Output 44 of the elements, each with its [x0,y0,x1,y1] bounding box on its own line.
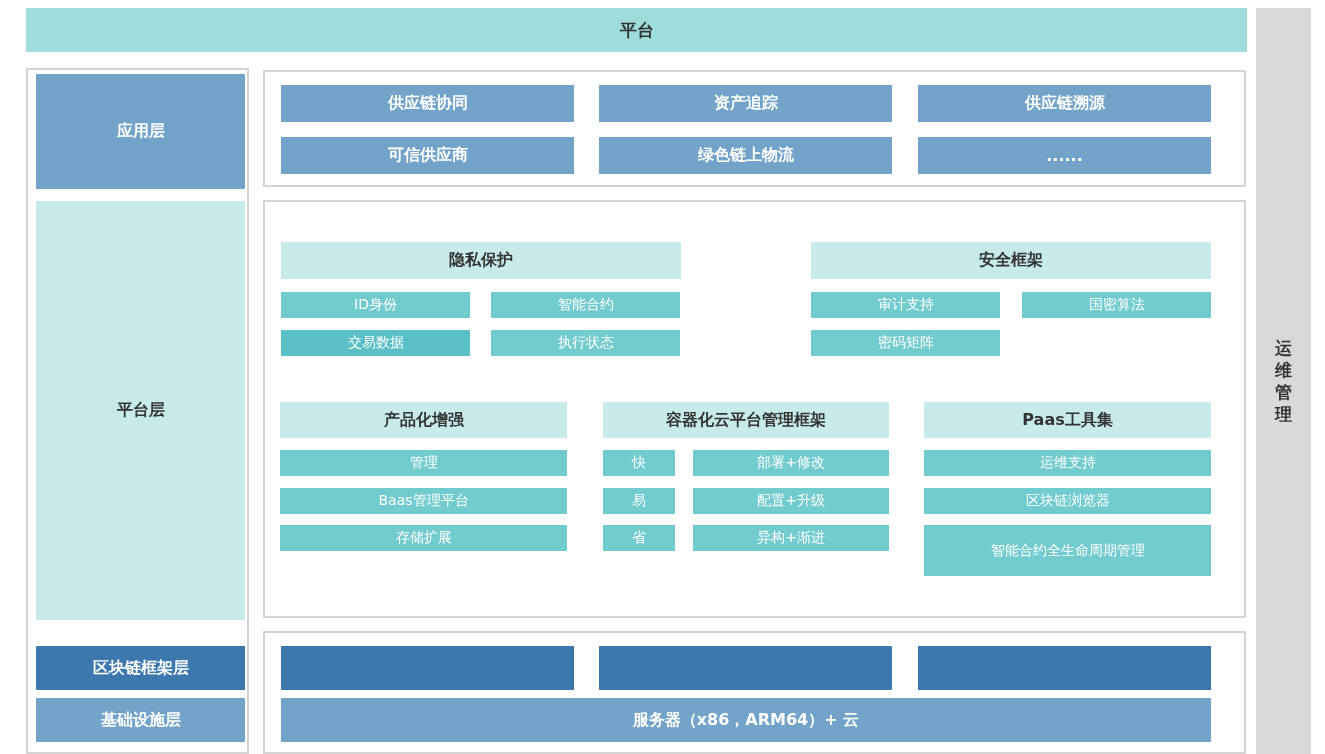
feature-box: 交易数据 [281,330,470,356]
feature-box: 快 [603,450,675,476]
module-box: 绿色链上物流 [599,137,892,174]
feature-box: 智能合约全生命周期管理 [924,525,1211,576]
feature-box: 省 [603,525,675,551]
layer-label: 应用层 [36,74,245,189]
side-bar: 运维管理 [1256,8,1311,754]
feature-box: 执行状态 [491,330,680,356]
feature-box: ID身份 [281,292,470,318]
panel [263,200,1246,618]
panel [263,631,1246,754]
feature-box: 异构+渐进 [693,525,889,551]
section-header: Paas工具集 [924,402,1211,438]
feature-box: 国密算法 [1022,292,1211,318]
feature-box: 管理 [280,450,567,476]
feature-box: 部署+修改 [693,450,889,476]
feature-box: Baas管理平台 [280,488,567,514]
panel [26,68,249,754]
layer-label: 平台层 [36,201,245,620]
module-box: 资产追踪 [599,85,892,122]
layer-label: 基础设施层 [36,698,245,742]
feature-box: 存储扩展 [280,525,567,551]
module-box: 供应链溯源 [918,85,1211,122]
layer-label: 区块链框架层 [36,646,245,690]
feature-box: 智能合约 [491,292,680,318]
section-header: 隐私保护 [281,242,681,279]
feature-box: 密码矩阵 [811,330,1000,356]
framework-bar [918,646,1211,690]
section-header: 产品化增强 [280,402,567,438]
framework-bar [599,646,892,690]
module-box: 供应链协同 [281,85,574,122]
framework-bar [281,646,574,690]
feature-box: 运维支持 [924,450,1211,476]
panel [263,70,1246,187]
feature-box: 配置+升级 [693,488,889,514]
section-header: 容器化云平台管理框架 [603,402,889,438]
feature-box: 易 [603,488,675,514]
feature-box: 审计支持 [811,292,1000,318]
infrastructure-bar: 服务器（x86，ARM64）+ 云 [281,698,1211,742]
module-box: 可信供应商 [281,137,574,174]
title-bar: 平台 [26,8,1247,52]
module-box: ...... [918,137,1211,174]
feature-box: 区块链浏览器 [924,488,1211,514]
section-header: 安全框架 [811,242,1211,279]
